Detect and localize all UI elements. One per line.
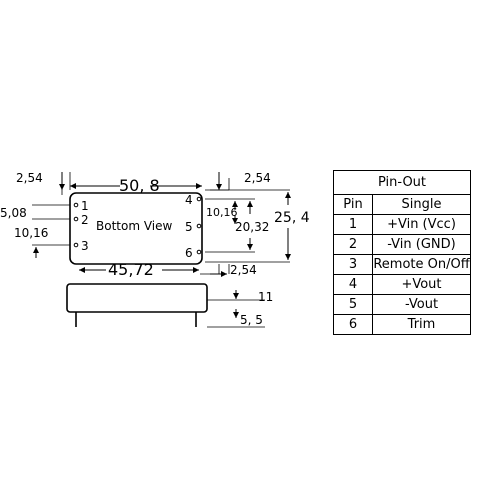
table-row: 3 Remote On/Off bbox=[333, 254, 471, 275]
table-cell-function: -Vin (GND) bbox=[372, 234, 471, 255]
pin-5-marker bbox=[196, 223, 202, 229]
dim-height-right: 25, 4 bbox=[274, 210, 310, 226]
dim-pin-offset-right: 10,16 bbox=[206, 206, 238, 219]
dim-pin-length: 5, 5 bbox=[240, 313, 263, 327]
table-row: 6 Trim bbox=[333, 314, 471, 335]
table-cell-pin: 1 bbox=[333, 214, 373, 235]
dim-offset-top-right: 2,54 bbox=[244, 171, 271, 185]
table-row: 1 +Vin (Vcc) bbox=[333, 214, 471, 235]
table-cell-function: -Vout bbox=[372, 294, 471, 315]
table-row: 5 -Vout bbox=[333, 294, 471, 315]
table-cell-pin: 6 bbox=[333, 314, 373, 335]
dim-offset-bottom-right: 2,54 bbox=[230, 263, 257, 277]
table-cell-function: Remote On/Off bbox=[372, 254, 471, 275]
pinout-table: Pin-Out Pin Single 1 +Vin (Vcc) 2 -Vin (… bbox=[333, 170, 471, 335]
table-cell-function: +Vout bbox=[372, 274, 471, 295]
module-outline-bottom-view bbox=[69, 192, 203, 265]
dim-body-height: 11 bbox=[258, 290, 273, 304]
table-cell-pin: 4 bbox=[333, 274, 373, 295]
pin-4-marker bbox=[196, 196, 202, 202]
dim-pin-spacing-left-1: 5,08 bbox=[0, 206, 27, 220]
table-cell-pin: 5 bbox=[333, 294, 373, 315]
pin-1-marker bbox=[73, 202, 79, 208]
table-row: 2 -Vin (GND) bbox=[333, 234, 471, 255]
dim-pin-pitch-right: 20,32 bbox=[235, 220, 269, 234]
dim-offset-top-left: 2,54 bbox=[16, 171, 43, 185]
dim-width-bottom: 45,72 bbox=[108, 260, 154, 279]
pin-2-marker bbox=[73, 216, 79, 222]
pin-3-marker bbox=[73, 242, 79, 248]
table-cell-pin: 3 bbox=[333, 254, 373, 275]
view-label: Bottom View bbox=[96, 219, 172, 233]
pin-label-6: 6 bbox=[185, 246, 193, 260]
pin-label-4: 4 bbox=[185, 193, 193, 207]
pin-6-marker bbox=[196, 249, 202, 255]
pin-label-1: 1 bbox=[81, 199, 89, 213]
pin-label-2: 2 bbox=[81, 213, 89, 227]
table-cell-function: Trim bbox=[372, 314, 471, 335]
pin-label-3: 3 bbox=[81, 239, 89, 253]
pin-label-5: 5 bbox=[185, 220, 193, 234]
table-cell-function: +Vin (Vcc) bbox=[372, 214, 471, 235]
dim-pin-spacing-left-2: 10,16 bbox=[14, 226, 48, 240]
table-row: 4 +Vout bbox=[333, 274, 471, 295]
table-cell-pin: 2 bbox=[333, 234, 373, 255]
table-header-pin: Pin bbox=[333, 194, 373, 215]
table-title: Pin-Out bbox=[333, 170, 471, 195]
module-outline-side-view bbox=[66, 283, 208, 313]
dim-width-top: 50, 8 bbox=[119, 176, 160, 195]
table-header-single: Single bbox=[372, 194, 471, 215]
